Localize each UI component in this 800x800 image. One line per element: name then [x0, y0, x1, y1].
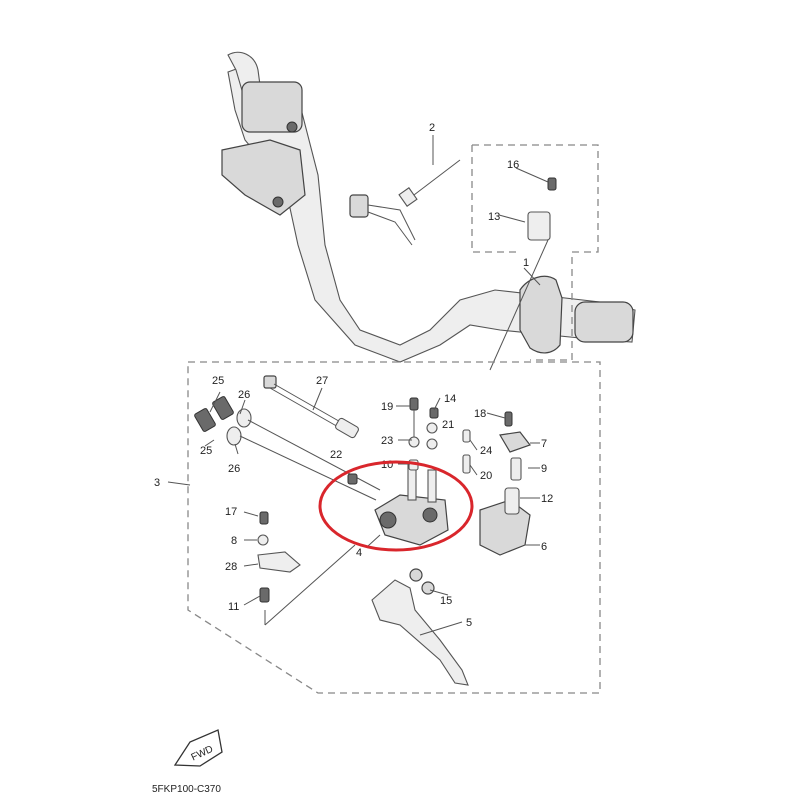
- label-15: 15: [440, 595, 452, 607]
- part-13: [527, 211, 551, 241]
- label-14: 14: [444, 393, 456, 405]
- part-28: [257, 551, 301, 573]
- right-grip: [574, 301, 634, 343]
- label-17: 17: [225, 506, 237, 518]
- part-18: [504, 411, 513, 427]
- lever-bracket-part-4: [374, 461, 449, 546]
- part-7: [499, 431, 531, 453]
- label-26-bottom: 26: [228, 463, 240, 475]
- label-22: 22: [330, 449, 342, 461]
- label-6: 6: [541, 541, 547, 553]
- label-27: 27: [316, 375, 328, 387]
- part-9: [510, 457, 522, 481]
- label-7: 7: [541, 438, 547, 450]
- fwd-arrow: FWD: [173, 729, 223, 767]
- label-9: 9: [541, 463, 547, 475]
- part-8: [257, 534, 269, 546]
- label-19: 19: [381, 401, 393, 413]
- part-17: [259, 511, 269, 525]
- highlight-circle: [318, 460, 474, 552]
- part-11: [259, 587, 270, 603]
- part-16-screw: [547, 177, 557, 191]
- cable-27: [263, 375, 359, 439]
- label-11: 11: [228, 601, 239, 613]
- part-6-holder: [462, 411, 531, 556]
- part-12-spring: [504, 487, 520, 515]
- label-25-top: 25: [212, 375, 224, 387]
- group-box-switch: [471, 144, 599, 361]
- label-21: 21: [442, 419, 454, 431]
- handlebar: [221, 51, 636, 363]
- bolts-top: [408, 397, 439, 471]
- cable-25-26: [194, 396, 381, 501]
- lever-part-5: [371, 568, 469, 686]
- label-24: 24: [480, 445, 492, 457]
- left-clamp: [221, 139, 306, 216]
- part-labels: 1 2 3 4 5 6 7 8 9 10 11 12 13 14 15 16 1…: [154, 122, 553, 629]
- diagram-code: 5FKP100-C370: [152, 784, 221, 795]
- label-8: 8: [231, 535, 237, 547]
- label-20: 20: [480, 470, 492, 482]
- label-2: 2: [429, 122, 435, 134]
- label-23: 23: [381, 435, 393, 447]
- label-13: 13: [488, 211, 500, 223]
- label-4: 4: [356, 547, 362, 559]
- label-1: 1: [523, 257, 529, 269]
- left-small-parts: [257, 511, 356, 626]
- right-switch-assembly: [489, 177, 563, 371]
- label-12: 12: [541, 493, 553, 505]
- part-20: [462, 454, 471, 474]
- label-28: 28: [225, 561, 237, 573]
- part-22: [347, 473, 358, 485]
- label-3: 3: [154, 477, 160, 489]
- part-2-bolt: [398, 135, 461, 207]
- label-5: 5: [466, 617, 472, 629]
- label-25-bottom: 25: [200, 445, 212, 457]
- left-master-cylinder: [241, 81, 303, 133]
- connector: [349, 194, 416, 246]
- leader-lines: [167, 167, 549, 636]
- label-16: 16: [507, 159, 519, 171]
- label-18: 18: [474, 408, 486, 420]
- label-26-top: 26: [238, 389, 250, 401]
- part-24: [462, 429, 471, 443]
